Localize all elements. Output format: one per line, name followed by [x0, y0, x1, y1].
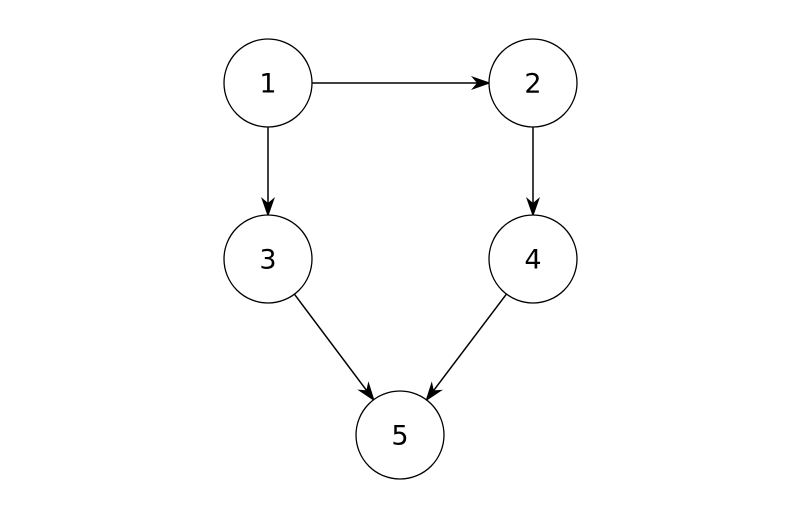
node-4[interactable]: 4: [488, 214, 578, 304]
node-3[interactable]: 3: [223, 214, 313, 304]
node-4-label: 4: [524, 245, 541, 276]
nodes-layer: 1 2 3 4 5: [223, 38, 578, 480]
node-1-circle: [223, 38, 313, 128]
node-5-label: 5: [391, 421, 408, 452]
node-1-label: 1: [259, 69, 276, 100]
node-5-circle: [355, 390, 445, 480]
edge-3-to-5-arrow: [293, 293, 375, 402]
node-3-circle: [223, 214, 313, 304]
node-1[interactable]: 1: [223, 38, 313, 128]
edge-4-to-5-arrow: [425, 293, 508, 402]
node-2-label: 2: [524, 69, 541, 100]
node-2[interactable]: 2: [488, 38, 578, 128]
node-5[interactable]: 5: [355, 390, 445, 480]
edges-layer: [261, 76, 540, 402]
node-4-circle: [488, 214, 578, 304]
node-2-circle: [488, 38, 578, 128]
node-3-label: 3: [259, 245, 276, 276]
